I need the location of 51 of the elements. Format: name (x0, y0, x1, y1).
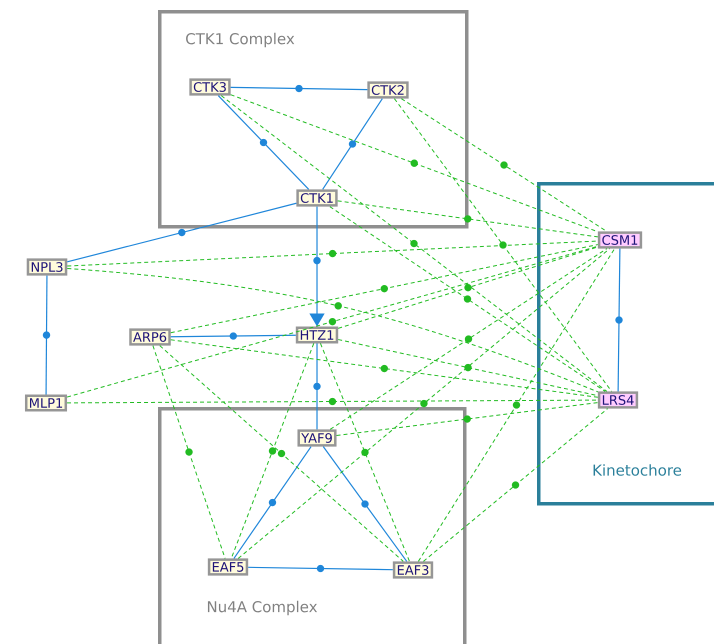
interaction-line (418, 248, 616, 562)
interaction-line (67, 202, 296, 262)
interaction-line (336, 402, 598, 436)
interaction-line (170, 339, 598, 398)
gene-box: CTK3 (189, 78, 231, 96)
gene-box: EAF5 (208, 558, 248, 576)
interaction-line (66, 240, 598, 267)
interaction-line (322, 98, 383, 190)
interaction-line (338, 339, 598, 396)
interaction-line (220, 95, 608, 392)
interaction-line (230, 84, 368, 92)
interaction-line (248, 564, 393, 572)
group-box (158, 407, 466, 644)
gene-box: CSM1 (598, 231, 642, 249)
interaction-line (313, 343, 321, 430)
interaction-line (329, 206, 606, 392)
gene-box: CTK2 (367, 81, 409, 99)
interaction-line (233, 446, 312, 559)
interaction-line (238, 248, 610, 559)
interaction-line (66, 246, 598, 398)
interaction-line (422, 408, 608, 562)
interaction-line (170, 332, 296, 340)
interaction-line (338, 246, 598, 329)
interaction-line (330, 248, 608, 430)
interaction-line (66, 398, 598, 406)
gene-box: HTZ1 (296, 326, 338, 344)
group-box (158, 10, 468, 228)
interaction-line (615, 248, 623, 392)
interaction-line (66, 268, 598, 392)
interaction-line (337, 200, 598, 238)
gene-box: YAF9 (297, 429, 337, 447)
gene-box: ARP6 (129, 328, 171, 346)
interaction-line (322, 446, 408, 562)
group-label: CTK1 Complex (186, 32, 294, 48)
gene-box: EAF3 (392, 561, 434, 579)
interaction-line (218, 95, 310, 190)
group-label: Kinetochore (594, 464, 682, 476)
interaction-line (320, 342, 410, 562)
interaction-line (400, 98, 608, 232)
interaction-line (152, 345, 226, 559)
interaction-line (394, 98, 612, 392)
gene-box: LRS4 (598, 391, 638, 409)
group-box (537, 182, 714, 506)
gene-box: MLP1 (24, 394, 68, 412)
interaction-line (230, 342, 314, 559)
interaction-line (42, 276, 50, 394)
interaction-line (159, 345, 404, 562)
gene-box: NPL3 (26, 258, 68, 276)
group-label: Nu4A Complex (208, 600, 318, 616)
gene-box: CTK1 (296, 189, 338, 207)
interaction-line (170, 244, 598, 334)
